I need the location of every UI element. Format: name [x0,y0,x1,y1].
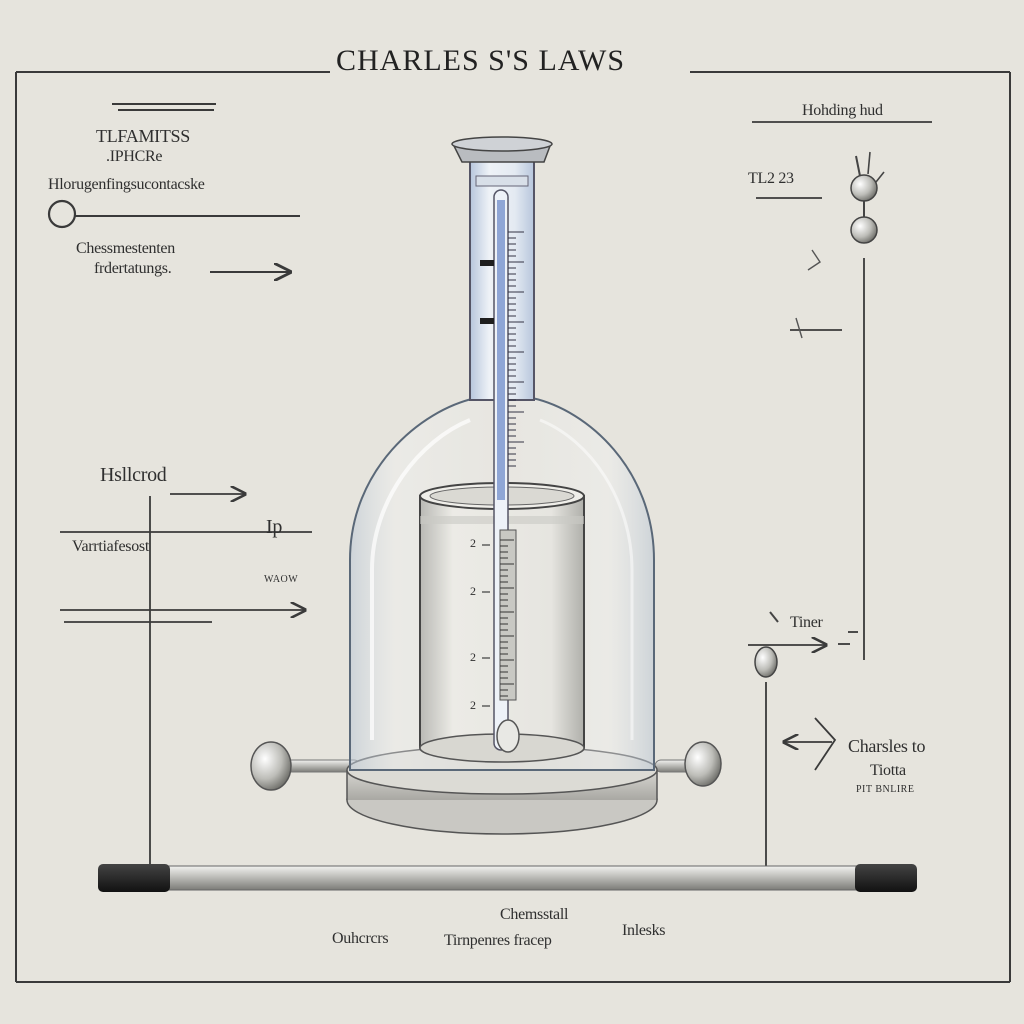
probe-bulb-icon [850,174,878,202]
label-right-mid-1: Tiner [790,614,823,631]
diagram-title: CHARLES S'S LAWS [336,44,626,77]
label-right-low-1: Charsles to [848,736,926,756]
page-frame [15,71,1011,983]
right-knob-icon [684,741,722,787]
thermometer [480,189,524,753]
thermometer-bulb-icon [496,719,520,753]
label-left-mid-4: WAOW [264,574,299,585]
label-bottom-1: Chemsstall [500,906,569,923]
label-left-mid-3: Ip [266,516,283,538]
side-handles [250,741,722,791]
scale-mark-label: 2 [470,650,476,664]
beaker-scale-marks [482,544,490,707]
label-bottom-4: Inlesks [622,922,666,939]
label-left-mid-2: Varrtiafesost [72,538,149,555]
scale-mark-label: 2 [470,584,476,598]
label-top-right-1: Hohding hud [802,102,883,119]
left-leaders [60,494,312,865]
label-right-low-2: Tiotta [870,762,906,779]
scale-mark-label: 2 [470,536,476,550]
label-top-left-1: TLFAMITSS [96,126,190,146]
probe-assembly [754,151,885,678]
label-top-left-5: frdertatungs. [94,260,172,277]
label-top-left-3: Hlorugenfingsucontacske [48,176,205,193]
label-top-right-2: TL2 23 [748,170,794,187]
label-bottom-3: Tirnpenres fracep [444,932,552,949]
label-left-mid-1: Hsllcrod [100,464,167,486]
left-knob-icon [250,741,292,791]
base-rod [98,864,917,892]
top-left-leaders [47,103,300,272]
label-top-left-2: .IPHCRe [106,148,163,165]
label-bottom-2: Ouhcrcrs [332,930,389,947]
label-right-low-3: PIT BNLIRE [856,784,915,795]
probe-bulb-icon [850,216,878,244]
probe-tip-icon [754,646,778,678]
label-top-left-4: Chessmestenten [76,240,175,257]
scale-mark-label: 2 [470,698,476,712]
right-leaders [748,121,932,866]
marker-circle-icon [47,199,77,229]
